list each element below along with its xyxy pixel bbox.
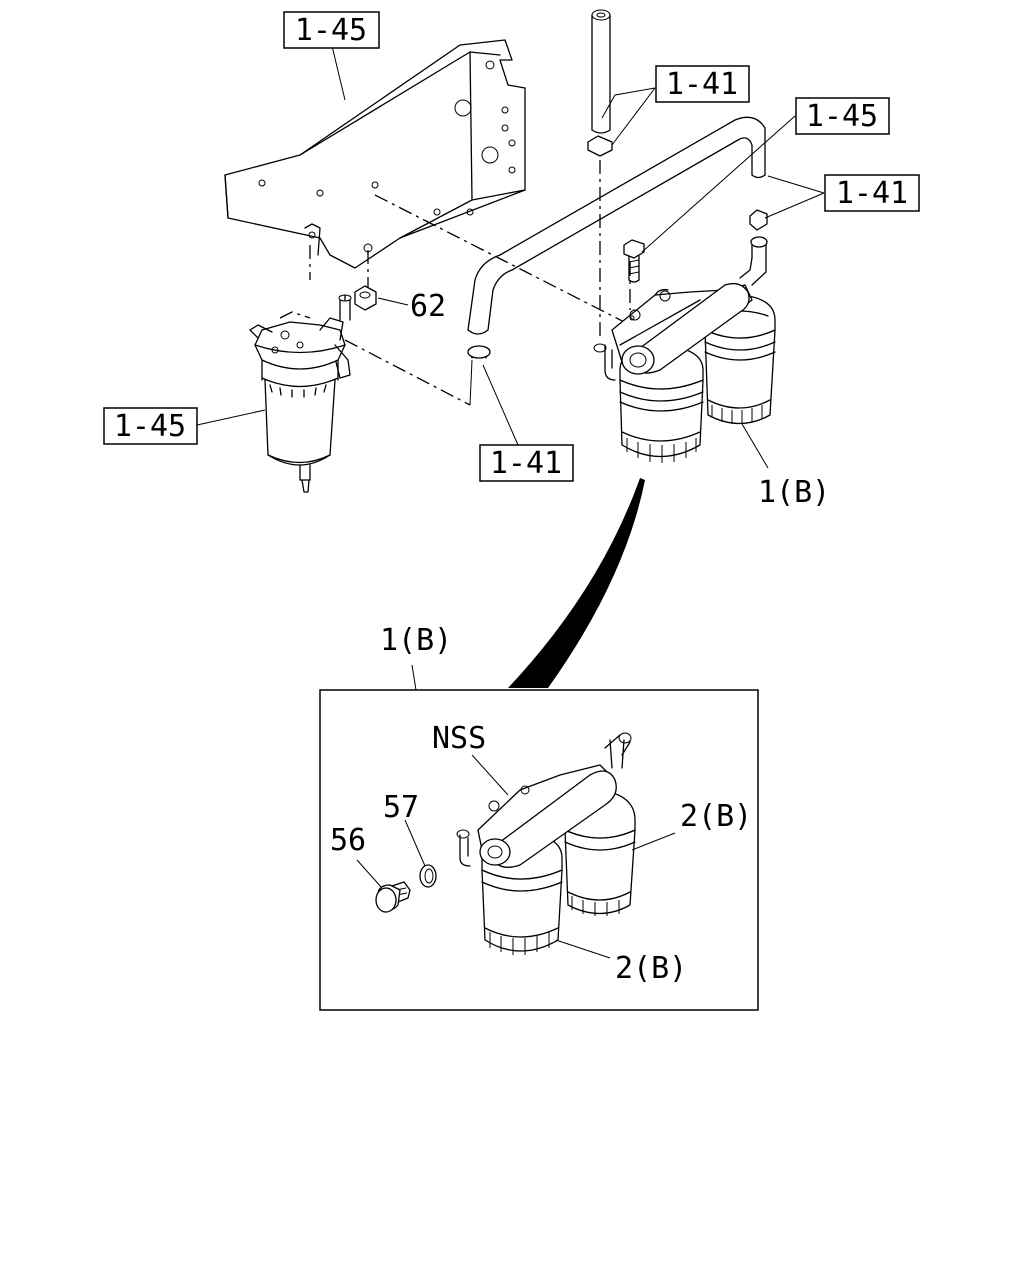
callout-bracket-ref: 1-45 xyxy=(295,13,367,48)
callout-upper-pipe-ref: 1-41 xyxy=(666,67,738,102)
part-number-62: 62 xyxy=(410,289,446,324)
callout-box-left-filter xyxy=(103,407,198,445)
part-number-56: 56 xyxy=(330,823,366,858)
callout-left-filter-ref: 1-45 xyxy=(114,409,186,444)
callout-box-lower-pipe xyxy=(479,444,574,482)
detail-pointer xyxy=(508,478,645,688)
callout-box-upper-pipe xyxy=(655,65,750,103)
left-fuel-filter xyxy=(249,294,352,493)
callout-lower-pipe-ref: 1-41 xyxy=(490,446,562,481)
assembly-leader-lines xyxy=(344,194,641,406)
fuel-pipes xyxy=(467,9,768,359)
mounting-bracket xyxy=(224,39,526,290)
nss-label: NSS xyxy=(432,721,486,756)
detail-title-label: 1(B) xyxy=(380,623,452,658)
callout-right-pipe-ref: 1-41 xyxy=(836,176,908,211)
callout-box-right-pipe xyxy=(824,174,920,212)
callout-bolt-ref: 1-45 xyxy=(806,99,878,134)
dual-filter-assembly xyxy=(593,282,776,463)
plug-56 xyxy=(375,881,411,913)
washer-57 xyxy=(419,864,437,888)
detail-filter-assembly xyxy=(456,732,636,955)
callout-box-bolt xyxy=(795,97,890,135)
part-number-57: 57 xyxy=(383,790,419,825)
callout-leaders xyxy=(196,45,825,959)
nut-62 xyxy=(354,285,377,311)
bolt xyxy=(623,239,645,283)
element-label-rear: 2(B) xyxy=(680,799,752,834)
filter-assembly-label: 1(B) xyxy=(758,475,830,510)
element-label-front: 2(B) xyxy=(615,951,687,986)
callout-box-bracket xyxy=(283,11,380,49)
